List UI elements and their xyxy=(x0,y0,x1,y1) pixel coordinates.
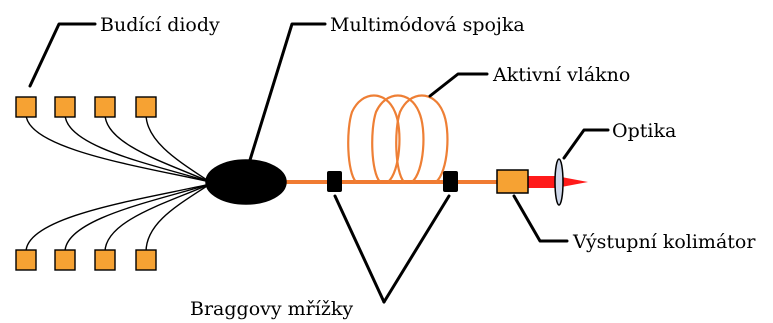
coil-loop-2 xyxy=(371,94,425,183)
pump-diode-bottom-4 xyxy=(135,249,157,271)
leader-pump-diodes xyxy=(28,22,97,88)
coil-loop-1 xyxy=(347,94,401,183)
bragg-grating-1 xyxy=(327,171,342,192)
pump-diode-top-4 xyxy=(135,96,157,118)
pump-fiber-bottom-3 xyxy=(104,183,211,253)
leader-multimode-coupler xyxy=(248,22,327,162)
pump-diode-top-3 xyxy=(94,96,116,118)
active-fiber-coil xyxy=(347,94,449,183)
pump-diodes xyxy=(15,96,157,271)
pump-fiber-bottom-4 xyxy=(145,183,211,253)
pump-fiber-top-2 xyxy=(64,113,211,183)
output-lens xyxy=(554,158,564,206)
bragg-grating-2 xyxy=(443,171,458,192)
pump-diode-bottom-2 xyxy=(54,249,76,271)
pump-diode-bottom-1 xyxy=(15,249,37,271)
pump-fibers xyxy=(25,113,211,253)
pump-diode-top-1 xyxy=(15,96,37,118)
leader-output-collimator xyxy=(512,194,569,243)
label-active-fiber: Aktivní vlákno xyxy=(492,64,630,86)
pump-fiber-top-4 xyxy=(145,113,211,183)
multimode-coupler xyxy=(205,159,287,205)
leader-active-fiber xyxy=(428,72,489,98)
leader-optics xyxy=(562,128,610,160)
leader-bragg-grating-2 xyxy=(382,194,451,304)
label-optics: Optika xyxy=(612,120,676,142)
pump-fiber-top-1 xyxy=(25,113,211,183)
label-output-collimator: Výstupní kolimátor xyxy=(572,231,756,253)
label-bragg-gratings: Braggovy mřížky xyxy=(190,298,353,320)
pump-fiber-bottom-2 xyxy=(64,183,211,253)
pump-fiber-bottom-1 xyxy=(25,183,211,253)
output-collimator xyxy=(496,169,529,194)
leader-lines xyxy=(28,22,610,304)
coil-loop-3 xyxy=(395,94,449,183)
label-pump-diodes: Budící diody xyxy=(100,14,220,36)
pump-diode-bottom-3 xyxy=(94,249,116,271)
bragg-gratings xyxy=(327,171,458,192)
pump-diode-top-2 xyxy=(54,96,76,118)
pump-fiber-top-3 xyxy=(104,113,211,183)
leader-bragg-grating-1 xyxy=(333,194,386,304)
label-multimode-coupler: Multimódová spojka xyxy=(330,14,525,36)
